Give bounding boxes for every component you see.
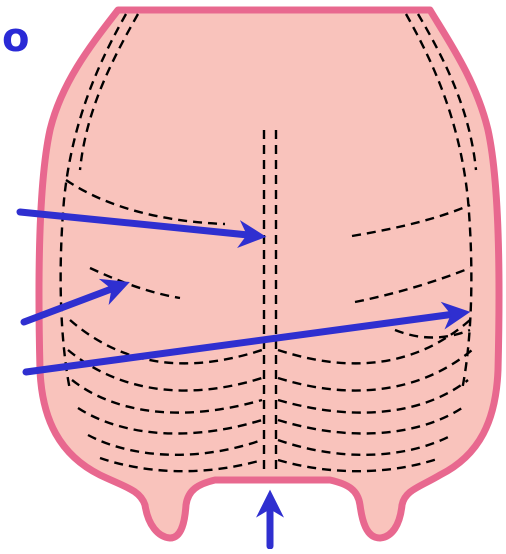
corner-label: o <box>2 18 29 58</box>
organ-outline <box>39 10 499 538</box>
